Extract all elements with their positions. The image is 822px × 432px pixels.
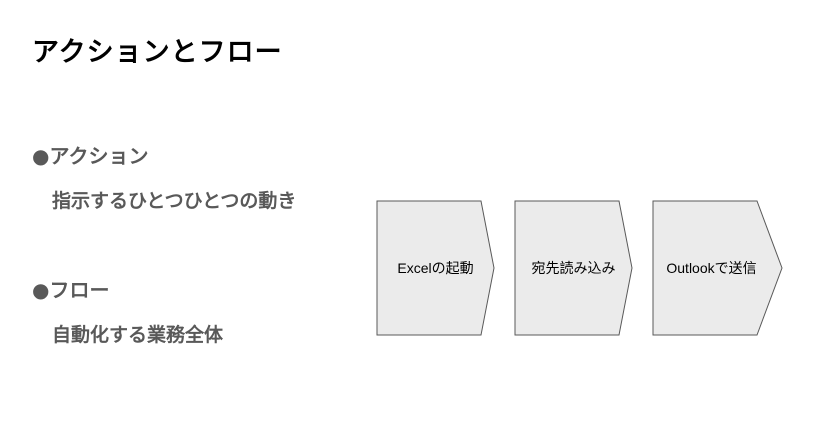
section-heading-action: ●アクション [32,144,149,168]
flow-step-label-excel: Excelの起動 [397,260,474,276]
section-description-flow: 自動化する業務全体 [52,324,224,346]
process-flow: Excelの起動 宛先読み込み Outlookで送信 [376,200,786,336]
section-description-action: 指示するひとつひとつの動き [52,190,297,212]
flow-step-shape-excel [376,200,495,336]
flow-step-label-load: 宛先読み込み [531,260,616,276]
process-flow-shapes [376,200,783,336]
flow-step-shape-send [652,200,783,336]
flow-step-label-send: Outlookで送信 [666,260,757,276]
flow-step-shape-load [514,200,633,336]
slide-title: アクションとフロー [32,37,283,68]
section-heading-flow: ●フロー [32,278,110,302]
